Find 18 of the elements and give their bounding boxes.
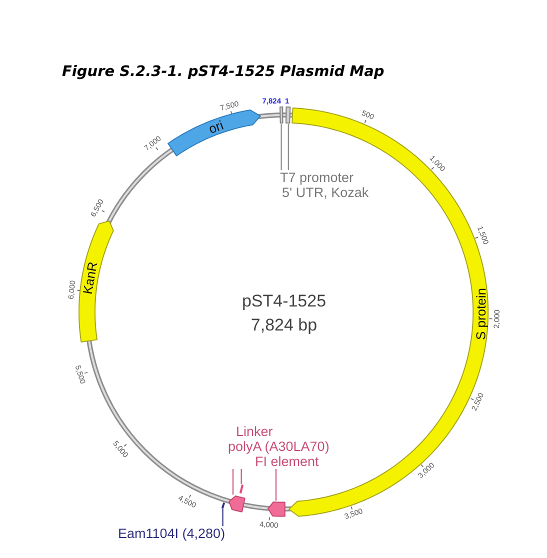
- figure-title: Figure S.2.3-1. pST4-1525 Plasmid Map: [62, 64, 384, 80]
- feature-label: KanR: [80, 260, 100, 295]
- plasmid-name: pST4-1525: [242, 292, 326, 310]
- feature-label: S protein: [474, 288, 488, 340]
- feature-label: FI element: [255, 454, 319, 469]
- feature-label: ori: [206, 118, 225, 136]
- leader-line: [222, 508, 224, 526]
- leader-line: [275, 469, 277, 501]
- plasmid-size: 7,824 bp: [250, 316, 318, 334]
- leader-line: [232, 469, 234, 495]
- feature-label: 5' UTR, Kozak: [282, 185, 369, 200]
- feature-label: T7 promoter: [280, 170, 354, 185]
- feature-label: Linker: [236, 424, 273, 439]
- feature-label: polyA (A30LA70): [228, 439, 330, 454]
- leader-line: [288, 124, 289, 170]
- leader-line: [280, 124, 282, 170]
- leader-line: [240, 469, 242, 484]
- feature-label: Eam1104I (4,280): [118, 526, 226, 541]
